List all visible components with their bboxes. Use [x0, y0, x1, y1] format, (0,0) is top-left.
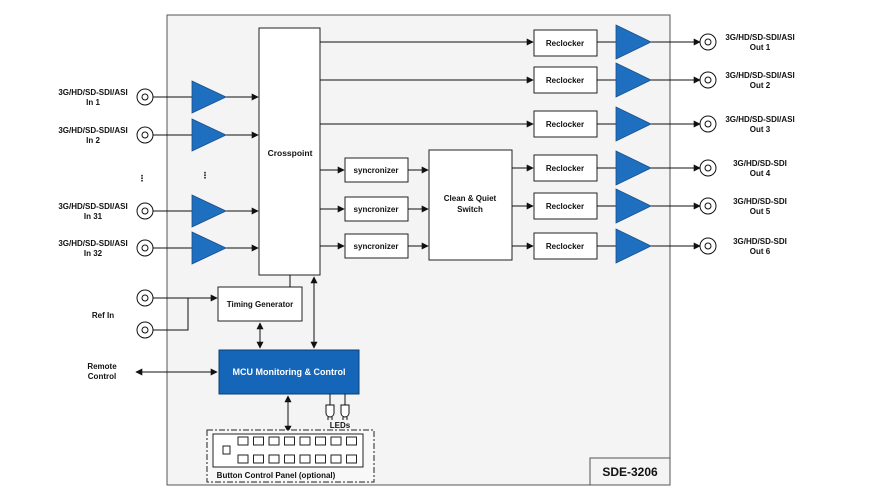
bnc-connector-in-32 — [136, 239, 154, 257]
reclocker-1-label: Reclocker — [546, 39, 584, 48]
bnc-connector-out-1 — [699, 33, 717, 51]
output-amplifier-6 — [615, 228, 652, 264]
syncronizer-3-label: syncronizer — [354, 242, 399, 251]
reclocker-6 — [533, 232, 598, 260]
panel-button-11 — [268, 454, 280, 464]
crosspoint-block — [258, 27, 321, 276]
syncronizer-input-wires — [320, 166, 345, 250]
bnc-connector-in-2 — [136, 126, 154, 144]
bnc-connector-ref-a — [136, 289, 154, 307]
input-amplifier-31 — [191, 194, 227, 228]
reclocker-2-label: Reclocker — [546, 76, 584, 85]
reclocker-3-label: Reclocker — [546, 120, 584, 129]
product-label-box — [589, 457, 671, 486]
panel-display — [222, 445, 231, 455]
bnc-connector-out-6 — [699, 237, 717, 255]
panel-button-1 — [237, 436, 249, 446]
mcu-label: MCU Monitoring & Control — [233, 367, 346, 377]
product-label: SDE-3206 — [602, 465, 658, 479]
syncronizer-2 — [344, 196, 409, 222]
panel-button-5 — [299, 436, 311, 446]
panel-button-7 — [330, 436, 342, 446]
panel-button-12 — [284, 454, 295, 464]
panel-button-3 — [268, 436, 280, 446]
panel-button-6 — [315, 436, 326, 446]
panel-button-13 — [299, 454, 311, 464]
reclocker-5-label: Reclocker — [546, 202, 584, 211]
switch-input-wires — [408, 166, 429, 250]
mcu-wires — [135, 276, 346, 433]
reclocker-4-label: Reclocker — [546, 164, 584, 173]
panel-button-9 — [237, 454, 249, 464]
bnc-connector-out-4 — [699, 159, 717, 177]
input-amplifier-32 — [191, 231, 227, 265]
mcu-block — [218, 349, 360, 395]
syncronizer-2-label: syncronizer — [354, 205, 399, 214]
switch-output-wires — [512, 164, 534, 250]
output-amplifier-1 — [615, 24, 652, 60]
bnc-connector-out-5 — [699, 197, 717, 215]
output-amplifier-2 — [615, 62, 652, 98]
reclocker-5 — [533, 192, 598, 220]
timing-generator-block — [217, 286, 303, 322]
panel-button-16 — [346, 454, 357, 464]
input-ellipsis-label: ⋮ — [138, 173, 147, 183]
panel-button-4 — [284, 436, 295, 446]
syncronizer-1-label: syncronizer — [354, 166, 399, 175]
panel-button-15 — [330, 454, 342, 464]
reclocker-2 — [533, 66, 598, 94]
bnc-connector-ref-b — [136, 321, 154, 339]
bnc-connector-in-31 — [136, 202, 154, 220]
crosspoint-label: Crosspoint — [268, 148, 313, 158]
timing-generator-label: Timing Generator — [227, 300, 294, 309]
ref-in-label: Ref In — [92, 311, 114, 320]
leds-label: LEDs — [330, 421, 351, 430]
reclocker-1 — [533, 29, 598, 57]
direct-output-wires — [320, 38, 534, 128]
syncronizer-1 — [344, 157, 409, 183]
button-panel-label: Button Control Panel (optional) — [217, 471, 336, 480]
input-amplifier-2 — [191, 118, 227, 152]
bnc-connector-out-3 — [699, 115, 717, 133]
amplifier-ellipsis: ⋮ — [201, 170, 210, 180]
panel-button-10 — [253, 454, 264, 464]
panel-button-8 — [346, 436, 357, 446]
bnc-connector-in-1 — [136, 88, 154, 106]
output-amplifier-3 — [615, 106, 652, 142]
led-icon-2 — [340, 404, 350, 420]
syncronizer-3 — [344, 233, 409, 259]
led-icon-1 — [325, 404, 335, 420]
clean-quiet-switch-block — [428, 149, 513, 261]
ref-wires — [153, 294, 218, 331]
output-amplifier-4 — [615, 150, 652, 186]
panel-buttons — [237, 436, 357, 464]
panel-button-14 — [315, 454, 326, 464]
bnc-connector-out-2 — [699, 71, 717, 89]
output-amplifier-5 — [615, 188, 652, 224]
reclocker-6-label: Reclocker — [546, 242, 584, 251]
panel-button-2 — [253, 436, 264, 446]
input-amplifier-1 — [191, 80, 227, 114]
